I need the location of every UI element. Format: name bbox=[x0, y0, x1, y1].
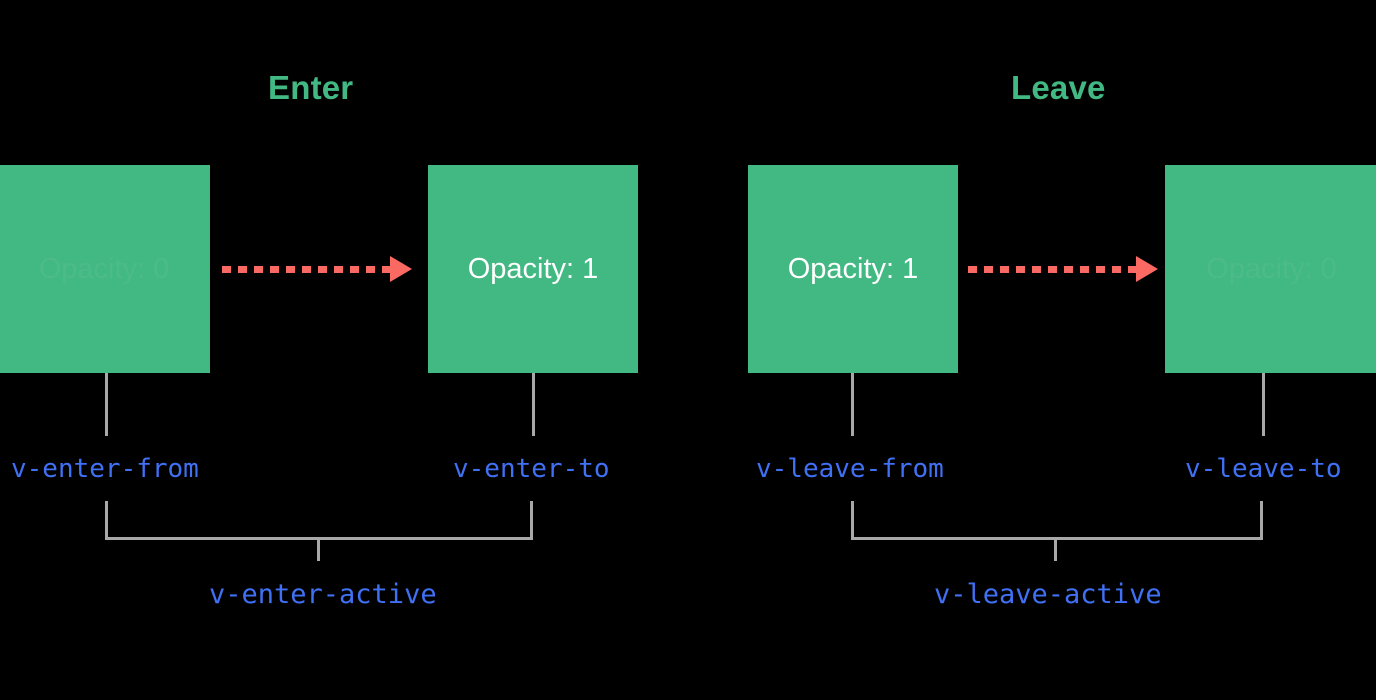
dashed-arrow-right-icon-shaft bbox=[968, 265, 1137, 273]
leave-bracket-baseline bbox=[851, 537, 1263, 540]
leave-from-state-box: Opacity: 1 bbox=[748, 165, 958, 373]
enter-from-opacity-label: Opacity: 0 bbox=[38, 252, 170, 285]
enter-to-class-label: v-enter-to bbox=[453, 454, 610, 484]
leave-bracket-stem bbox=[1054, 537, 1057, 561]
leave-active-class-label: v-leave-active bbox=[934, 579, 1162, 610]
dashed-arrow-right-icon-head bbox=[1136, 256, 1158, 282]
leave-from-opacity-label: Opacity: 1 bbox=[787, 252, 919, 285]
leave-bracket-left-arm bbox=[851, 501, 854, 540]
enter-section-heading: Enter bbox=[268, 69, 354, 106]
enter-bracket-right-arm bbox=[530, 501, 533, 540]
leave-to-state-box: Opacity: 0 bbox=[1165, 165, 1376, 373]
leave-to-class-label: v-leave-to bbox=[1185, 454, 1342, 484]
leave-from-connector-line bbox=[851, 373, 854, 436]
enter-active-class-label: v-enter-active bbox=[209, 579, 437, 610]
dashed-arrow-right-icon-head bbox=[390, 256, 412, 282]
enter-from-connector-line bbox=[105, 373, 108, 436]
enter-from-state-box: Opacity: 0 bbox=[0, 165, 210, 373]
leave-transition-arrow bbox=[968, 256, 1158, 282]
leave-section-heading: Leave bbox=[1011, 69, 1106, 106]
enter-to-connector-line bbox=[532, 373, 535, 436]
leave-to-opacity-label: Opacity: 0 bbox=[1206, 252, 1337, 285]
leave-to-connector-line bbox=[1262, 373, 1265, 436]
enter-to-state-box: Opacity: 1 bbox=[428, 165, 638, 373]
leave-from-class-label: v-leave-from bbox=[756, 454, 944, 484]
enter-bracket-left-arm bbox=[105, 501, 108, 540]
leave-bracket-right-arm bbox=[1260, 501, 1263, 540]
enter-from-class-label: v-enter-from bbox=[11, 454, 199, 484]
enter-bracket-stem bbox=[317, 537, 320, 561]
enter-transition-arrow bbox=[222, 256, 412, 282]
enter-to-opacity-label: Opacity: 1 bbox=[467, 252, 599, 285]
dashed-arrow-right-icon-shaft bbox=[222, 265, 391, 273]
